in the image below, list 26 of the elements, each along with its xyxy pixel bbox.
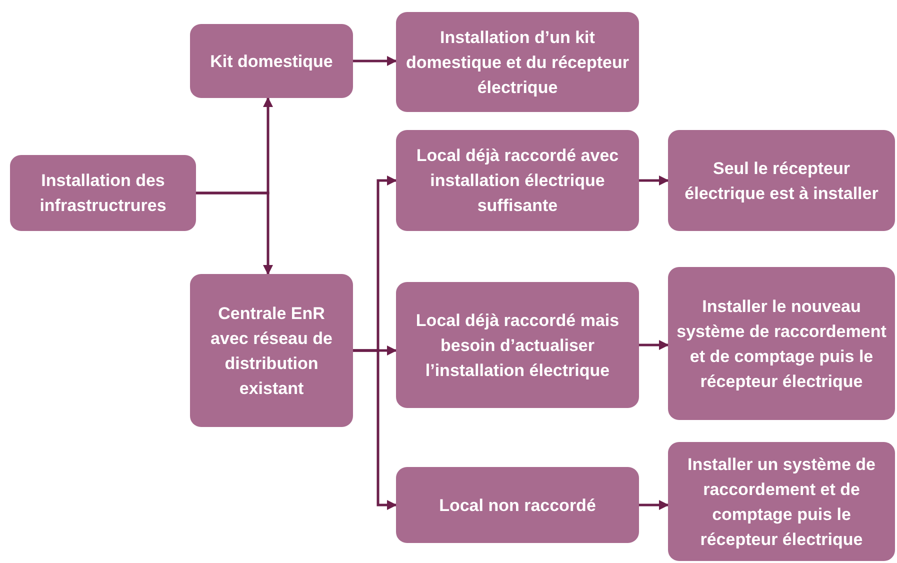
box-text: Seul le récepteur électrique est à installer [684, 158, 880, 204]
process-box [396, 130, 639, 231]
process-box [10, 155, 196, 231]
process-box [396, 12, 639, 112]
arrow [196, 192, 273, 275]
box-text: Installer un système de raccordement et de comptage puis le récepteur électrique [686, 454, 877, 550]
box-text: Local déjà raccordé mais besoin d’actualiser l’installation électrique [414, 310, 620, 382]
box-text: Local non raccordé [439, 494, 596, 516]
arrow [353, 349, 397, 510]
arrow [639, 340, 669, 350]
process-box [668, 130, 895, 231]
process-box [396, 467, 639, 543]
process-box [396, 282, 639, 408]
process-box [190, 24, 353, 98]
box-text: Installer le nouveau système de raccordement et de comptage puis le récepteur électrique [676, 296, 887, 392]
box-text: Centrale EnR avec réseau de distribution existant [210, 302, 334, 400]
process-box [668, 442, 895, 561]
box-text: Installation d’un kit domestique et du récepteur électrique [405, 26, 630, 98]
arrow [639, 500, 669, 510]
box-text: Installation des infrastructrures [38, 170, 168, 217]
arrow [353, 56, 397, 66]
arrow [639, 176, 669, 186]
process-box [190, 274, 353, 427]
box-text: Kit domestique [210, 50, 333, 72]
box-text: Local déjà raccordé avec installation électrique suffisante [415, 145, 620, 217]
process-box [668, 267, 895, 420]
